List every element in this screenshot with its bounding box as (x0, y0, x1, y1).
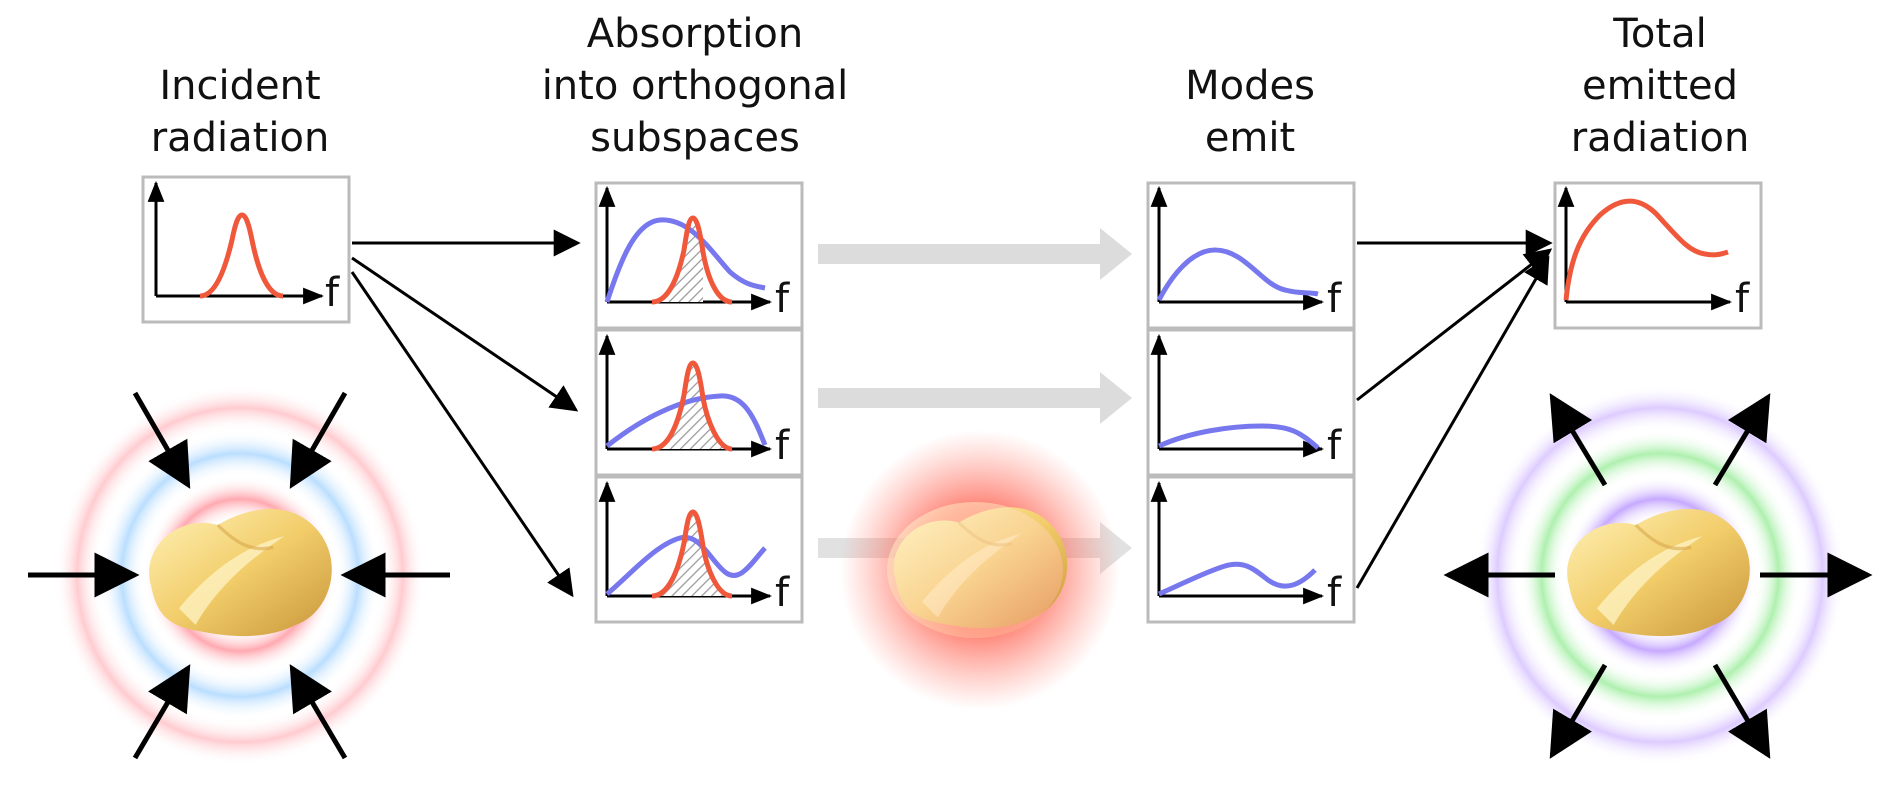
mode-panel-3: f (1146, 475, 1356, 624)
incident-to-absorption-arrows (350, 229, 581, 598)
mode-panel-2: f (1146, 328, 1356, 477)
mode-panel-3-frame (1146, 475, 1356, 624)
outgoing-arrow-bottom-left (1549, 663, 1608, 759)
mode-panel-1-frame (1146, 181, 1356, 330)
mode-3-curve (1158, 561, 1317, 597)
absorption-2-overlap (652, 363, 732, 449)
total-panel-frame (1553, 181, 1763, 330)
mode-1-curve (1156, 247, 1319, 302)
absorption-heading: Absorption into orthogonal subspaces (541, 11, 849, 161)
absorption-3-mode-curve (605, 534, 767, 596)
modes-emit-heading: Modes emit (1185, 63, 1315, 161)
absorption-3-axis-letter: f (775, 570, 790, 616)
incoming-arrow-bottom-left (132, 664, 191, 760)
flow-arrow-1 (818, 228, 1132, 280)
mode-3-axis-letter: f (1327, 570, 1342, 616)
arrow-from-mode-2 (1356, 248, 1553, 402)
emitting-particle-scene (1443, 385, 1873, 765)
incident-radiation-heading: Incident radiation (150, 63, 330, 161)
outgoing-arrow-top-right (1712, 393, 1771, 487)
arrow-to-subspace-3 (350, 271, 574, 598)
absorption-3-overlap (652, 512, 732, 596)
mode-2-axis-letter: f (1327, 423, 1342, 469)
absorption-3-incident-curve (651, 509, 733, 599)
total-axis-letter: f (1735, 276, 1750, 322)
incident-panel-frame (141, 175, 351, 324)
incoming-arrow-top-right (289, 391, 348, 489)
incident-curve (199, 212, 284, 299)
heated-particle (840, 430, 1120, 710)
incoming-arrow-top-left (132, 391, 191, 489)
mode-1-axis-letter: f (1327, 276, 1342, 322)
incoming-arrow-bottom-right (289, 664, 348, 760)
flow-arrow-2 (818, 372, 1132, 424)
total-curve (1563, 198, 1729, 301)
incident-particle-scene (28, 385, 450, 765)
incident-spectrum-panel: f (141, 175, 351, 324)
absorption-1-axis-letter: f (775, 276, 790, 322)
mode-panel-1: f (1146, 181, 1356, 330)
absorption-1-incident-curve (651, 215, 733, 305)
outgoing-arrow-top-left (1549, 393, 1608, 487)
particle-heat-tint (887, 502, 1063, 638)
absorption-2-mode-curve (605, 393, 768, 448)
mode-panel-2-frame (1146, 328, 1356, 477)
absorption-2-axis-letter: f (775, 423, 790, 469)
arrow-to-subspace-2 (351, 256, 579, 412)
total-spectrum-panel: f (1553, 181, 1763, 330)
arrow-from-mode-3 (1355, 255, 1550, 589)
absorption-1-overlap (652, 218, 703, 302)
outgoing-arrow-bottom-right (1712, 663, 1771, 759)
total-emitted-heading: Total emitted radiation (1570, 11, 1750, 161)
absorption-panel-2: f (594, 328, 804, 477)
incident-axis-letter: f (325, 270, 340, 316)
absorption-panel-3: f (594, 475, 804, 624)
modes-to-total-arrows (1355, 229, 1553, 589)
absorption-panel-1: f (594, 181, 804, 330)
mode-2-curve (1157, 423, 1320, 450)
absorption-2-incident-curve (651, 360, 733, 452)
